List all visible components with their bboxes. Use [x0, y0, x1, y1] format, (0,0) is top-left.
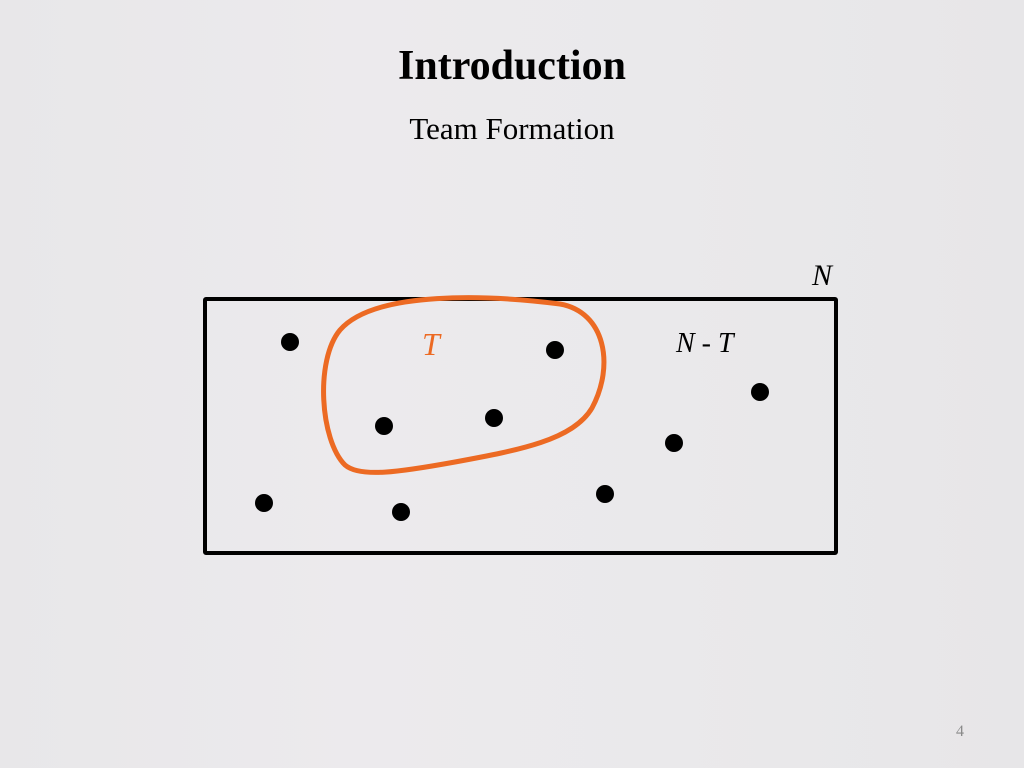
team-set-outline: [321, 295, 607, 475]
complement-set-label: N - T: [675, 328, 736, 359]
slide-title: Introduction: [398, 43, 626, 89]
non-team-dot: [392, 503, 410, 521]
non-team-dot: [281, 333, 299, 351]
universe-set-box: [203, 297, 838, 555]
page-number: 4: [956, 723, 964, 740]
slide-subtitle: Team Formation: [409, 111, 615, 146]
non-team-dot: [665, 434, 683, 452]
team-member-dot: [375, 417, 393, 435]
team-member-dot: [485, 409, 503, 427]
team-member-dot: [546, 341, 564, 359]
non-team-dot: [255, 494, 273, 512]
team-set-label: T: [422, 326, 442, 362]
non-team-dot: [751, 383, 769, 401]
universe-set-label: N: [811, 259, 834, 292]
non-team-dot: [596, 485, 614, 503]
